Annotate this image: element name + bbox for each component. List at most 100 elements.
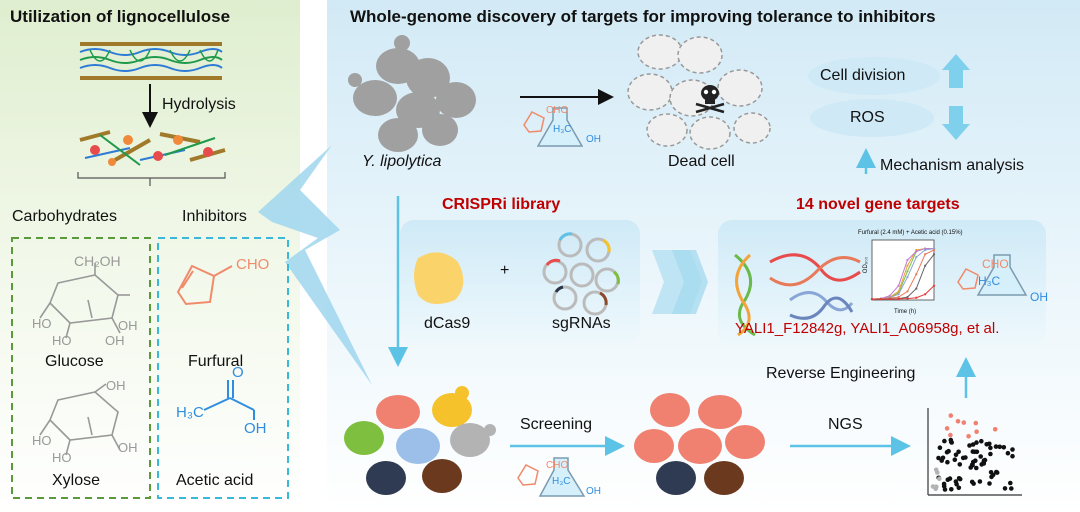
glucose-label: Glucose: [45, 353, 104, 370]
dcas9-label: dCas9: [424, 315, 471, 332]
ngs-dot: [984, 442, 989, 447]
acetic-acid-structure-icon: [203, 380, 255, 420]
dead-cells-icon: [627, 34, 771, 150]
ngs-dot: [942, 438, 947, 444]
dead-cell-label: Dead cell: [668, 153, 735, 170]
mini-chart-point: [932, 248, 936, 252]
ngs-dot: [956, 476, 962, 481]
left-panel-title: Utilization of lignocellulose: [10, 7, 231, 26]
carbohydrates-label: Carbohydrates: [12, 208, 117, 225]
mini-chart-point: [888, 298, 891, 301]
mini-chart-point: [915, 256, 918, 259]
ngs-dot: [960, 455, 966, 461]
mini-chart-ylabel: OD₆₀₀: [863, 256, 870, 274]
ngs-hit-dot: [948, 432, 953, 438]
svg-text:OH: OH: [118, 318, 138, 333]
big-arrow-2: [672, 250, 708, 314]
acetic-o-label: O: [232, 364, 244, 381]
flask-oh-label: OH: [586, 134, 601, 145]
reverse-engineering-label: Reverse Engineering: [766, 365, 916, 382]
mini-chart-point: [906, 290, 909, 293]
ngs-dot: [940, 455, 946, 461]
mini-chart-series-6: [872, 285, 935, 300]
ngs-hit-dot: [992, 427, 998, 432]
mini-chart-point: [915, 287, 918, 290]
mini-chart-point: [924, 248, 927, 252]
mini-growth-chart: [870, 239, 936, 301]
dna-helix-icon: [734, 253, 861, 337]
sgrna-plasmids-icon: [542, 232, 620, 316]
furfural-structure-icon: [176, 264, 233, 306]
ngs-hit-dot: [974, 429, 979, 435]
ngs-control-dot: [935, 470, 940, 475]
mini-chart-point: [932, 253, 936, 256]
sgrnas-label: sgRNAs: [552, 315, 611, 332]
ngs-dot: [957, 462, 963, 467]
ngs-dot: [977, 479, 983, 484]
svg-text:HO: HO: [52, 450, 72, 465]
ngs-dot: [936, 455, 941, 461]
screening-flask-icon: [517, 457, 586, 497]
mini-chart-point: [888, 294, 891, 297]
hydrolysate-fragments-icon: [79, 130, 226, 166]
ngs-dot: [972, 449, 977, 455]
ngs-hit-dot: [944, 426, 950, 431]
targets-h3c-label: H₃C: [978, 274, 1001, 288]
ngs-dot: [978, 454, 983, 459]
flask-cho-label: CHO: [546, 105, 569, 116]
ngs-dot: [1002, 486, 1008, 491]
flask-h3c-label: H₃C: [553, 124, 572, 135]
ngs-scatter-plot: [927, 408, 1022, 496]
carbohydrates-box: [11, 237, 151, 499]
targets-cho-label: CHO: [982, 257, 1009, 271]
svg-text:HO: HO: [32, 316, 52, 331]
ngs-dot: [967, 443, 972, 448]
plus-sign: +: [500, 262, 510, 279]
screening-label: Screening: [520, 416, 593, 433]
ngs-dot: [994, 469, 999, 475]
crispri-library-label: CRISPRi library: [442, 196, 561, 213]
mechanism-label: Mechanism analysis: [880, 157, 1025, 174]
ngs-dot: [949, 487, 954, 492]
acetic-acid-label: Acetic acid: [176, 472, 254, 489]
targets-inhibitor-flask-icon: [957, 254, 1028, 296]
yeast-cells-icon: [348, 35, 476, 152]
ngs-hit-dot: [966, 434, 971, 439]
mini-chart-point: [906, 276, 909, 279]
furfural-group-label: CHO: [236, 256, 270, 273]
ngs-control-dot: [937, 476, 942, 482]
mini-chart-point: [906, 270, 909, 273]
mini-chart-point: [906, 297, 909, 300]
mini-chart-point: [879, 298, 882, 301]
svg-text:HO: HO: [52, 333, 72, 348]
ngs-dot: [1005, 450, 1011, 456]
ngs-hit-dot: [961, 420, 967, 425]
screening-cho-label: CHO: [546, 460, 569, 471]
mini-chart-point: [915, 273, 918, 276]
split-bracket: [77, 172, 226, 186]
ngs-dot: [970, 442, 976, 447]
ngs-dot: [946, 448, 951, 454]
mini-chart-point: [897, 297, 900, 300]
mini-chart-title: Furfural (2.4 mM) + Acetic acid (0.15%): [858, 230, 963, 236]
cell-division-label: Cell division: [820, 67, 906, 84]
ngs-dot: [997, 444, 1002, 450]
ngs-dot: [1010, 447, 1015, 452]
enriched-cells-icon: [634, 393, 765, 495]
organism-label: Y. lipolytica: [362, 153, 442, 170]
ngs-dot: [1009, 486, 1014, 491]
ngs-dot: [956, 449, 961, 455]
svg-text:OH: OH: [118, 440, 138, 455]
targets-oh-label: OH: [1030, 290, 1048, 304]
ngs-dot: [937, 445, 943, 451]
xylose-structure-icon: [39, 383, 121, 456]
furfural-label: Furfural: [188, 353, 244, 370]
ngs-dot: [988, 451, 993, 457]
screening-h3c-label: H₃C: [552, 476, 571, 487]
dcas9-icon: [414, 252, 464, 304]
ngs-dot: [948, 437, 954, 443]
mini-chart-point: [897, 284, 900, 287]
mini-chart-point: [897, 293, 900, 296]
mini-chart-point: [915, 296, 918, 299]
